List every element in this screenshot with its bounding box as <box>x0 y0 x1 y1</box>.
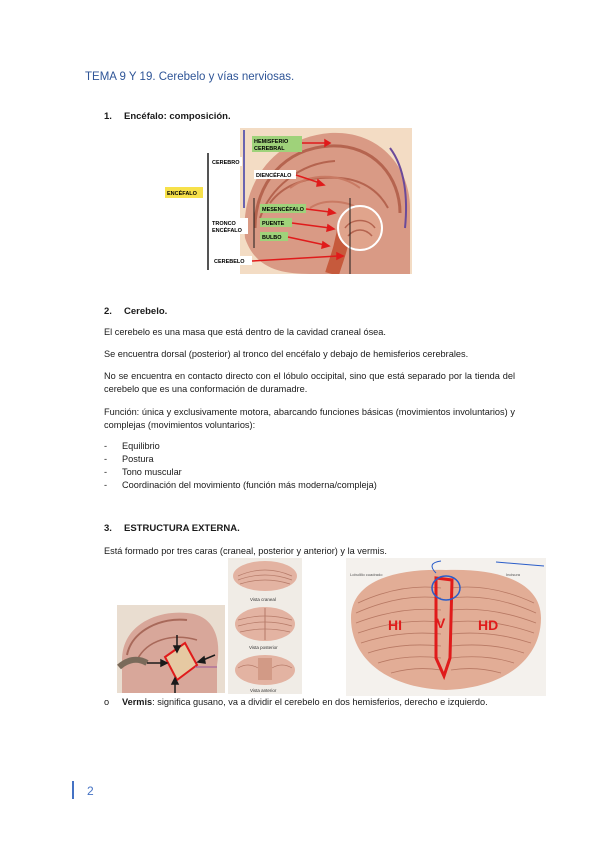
section-3-heading: 3. ESTRUCTURA EXTERNA. <box>104 523 240 534</box>
list-item: -Tono muscular <box>104 467 182 477</box>
cerebellum-hemispheres-figure: HI V HD Lobulillo cuadrado Incisura <box>346 558 546 696</box>
section-2-heading: 2. Cerebelo. <box>104 306 167 317</box>
section-3-title: ESTRUCTURA EXTERNA. <box>124 523 240 534</box>
paragraph-3: No se encuentra en contacto directo con … <box>104 371 515 394</box>
list-item: -Coordinación del movimiento (función má… <box>104 480 377 490</box>
section-2-number: 2. <box>104 306 112 317</box>
section-3-number: 3. <box>104 523 112 534</box>
paragraph-2: Se encuentra dorsal (posterior) al tronc… <box>104 349 469 359</box>
label-vista-anterior: Vista anterior <box>250 688 277 693</box>
label-encefalo: ENCÉFALO <box>167 189 198 197</box>
list-item: -Equilibrio <box>104 441 160 451</box>
label-cerebro: CEREBRO <box>212 160 240 166</box>
section-1-heading: 1. Encéfalo: composición. <box>104 111 231 122</box>
section-1-number: 1. <box>104 111 112 122</box>
document-title: TEMA 9 Y 19. Cerebelo y vías nerviosas. <box>85 71 295 83</box>
footer-bar <box>72 781 74 799</box>
section-1-title: Encéfalo: composición. <box>124 111 231 122</box>
label-hd: HD <box>478 617 498 633</box>
section-2-title: Cerebelo. <box>124 306 168 317</box>
label-hemisferio: HEMISFERIO <box>254 139 289 145</box>
vermis-definition: : significa gusano, va a dividir el cere… <box>152 697 488 707</box>
label-cerebelo: CEREBELO <box>214 259 245 265</box>
paragraph-4: Función: única y exclusivamente motora, … <box>104 407 515 430</box>
section-3-intro: Está formado por tres caras (craneal, po… <box>104 546 387 556</box>
label-hi: HI <box>388 617 402 633</box>
function-list: -Equilibrio -Postura -Tono muscular -Coo… <box>104 440 377 492</box>
label-lobulillo: Lobulillo cuadrado <box>350 572 383 577</box>
label-vista-craneal: Vista craneal <box>250 597 276 602</box>
label-tronco-2: ENCÉFALO <box>212 226 243 234</box>
label-vista-posterior: Vista posterior <box>249 645 278 650</box>
label-tentorio: Incisura <box>506 572 521 577</box>
label-v: V <box>436 615 446 631</box>
cerebellum-views-figure: Vista craneal Vista posterior Vista ante… <box>228 558 302 694</box>
encephalon-figure: ENCÉFALO CEREBRO HEMISFERIO CEREBRAL DIE… <box>165 128 412 274</box>
label-bulbo: BULBO <box>262 235 282 241</box>
bullet-marker: o <box>104 697 110 707</box>
vermis-bullet: o Vermis: significa gusano, va a dividir … <box>104 696 524 709</box>
list-item: -Postura <box>104 454 154 464</box>
label-mesencefalo: MESENCÉFALO <box>262 205 305 213</box>
page-number: 2 <box>87 784 94 798</box>
label-hemisferio-2: CEREBRAL <box>254 146 285 152</box>
label-tronco: TRONCO <box>212 221 237 227</box>
vermis-term: Vermis <box>122 697 153 707</box>
sagittal-section-figure <box>117 605 225 693</box>
label-diencefalo: DIENCÉFALO <box>256 171 292 179</box>
paragraph-1: El cerebelo es una masa que está dentro … <box>104 327 386 337</box>
label-puente: PUENTE <box>262 221 285 227</box>
